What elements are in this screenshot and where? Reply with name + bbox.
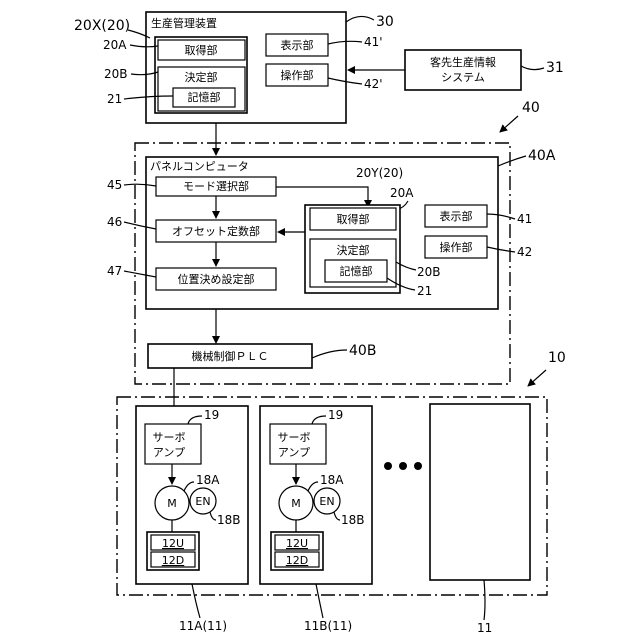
unit1-encoder-label: EN xyxy=(195,495,210,508)
pointer-10 xyxy=(528,370,546,386)
unit1-ref-18b: 18B xyxy=(217,513,241,527)
top-display-label: 表示部 xyxy=(281,38,314,52)
sub-memory-label: 記憶部 xyxy=(340,264,373,278)
unit2-encoder-label: EN xyxy=(319,495,334,508)
ref-11a: 11A(11) xyxy=(179,619,227,633)
offset-label: オフセット定数部 xyxy=(172,224,260,238)
ref-40b: 40B xyxy=(349,343,376,359)
panel-operation-label: 操作部 xyxy=(440,240,473,254)
sub-acquire-label: 取得部 xyxy=(337,212,370,226)
ref-11b: 11B(11) xyxy=(304,619,352,633)
top-operation-label: 操作部 xyxy=(281,68,314,82)
ref-46: 46 xyxy=(107,215,122,229)
unit1-12d-label: 12D xyxy=(162,554,184,567)
ref-top-21: 21 xyxy=(107,92,122,106)
mode-select-label: モード選択部 xyxy=(183,179,249,193)
sub-decide-label: 決定部 xyxy=(337,243,370,257)
pointer-40 xyxy=(500,116,518,132)
ref-11: 11 xyxy=(477,621,492,635)
unit1-ref-19: 19 xyxy=(204,408,219,422)
unit2-motor-label: M xyxy=(291,497,301,510)
ellipsis-dot-2 xyxy=(399,462,407,470)
ref-41p: 41' xyxy=(364,35,383,49)
leader-40b xyxy=(312,350,347,358)
ref-30: 30 xyxy=(376,14,394,30)
unit2-servo-line1: サーボ xyxy=(278,431,311,444)
ellipsis-dot-3 xyxy=(414,462,422,470)
ref-40a: 40A xyxy=(528,148,556,164)
unit2-ref-18b: 18B xyxy=(341,513,365,527)
unit1-motor-label: M xyxy=(167,497,177,510)
position-label: 位置決め設定部 xyxy=(178,272,255,286)
ref-40: 40 xyxy=(522,100,540,116)
leader-30 xyxy=(346,16,374,22)
plc-label: 機械制御ＰＬＣ xyxy=(192,349,269,363)
ref-31: 31 xyxy=(546,60,564,76)
ref-top-20b: 20B xyxy=(104,67,128,81)
ref-sub-20a: 20A xyxy=(390,186,414,200)
ref-41: 41 xyxy=(517,212,532,226)
ref-sub-20b: 20B xyxy=(417,265,441,279)
unit2-12u-label: 12U xyxy=(286,537,308,550)
panel-display-label: 表示部 xyxy=(440,209,473,223)
leader-11b xyxy=(316,584,323,618)
leader-11 xyxy=(484,580,485,620)
ref-45: 45 xyxy=(107,178,122,192)
unit2-ref-19: 19 xyxy=(328,408,343,422)
ellipsis-dot-1 xyxy=(384,462,392,470)
production-management-title: 生産管理装置 xyxy=(151,16,217,30)
unit1-ref-18a: 18A xyxy=(196,473,220,487)
ref-47: 47 xyxy=(107,264,122,278)
unit2-12d-label: 12D xyxy=(286,554,308,567)
leader-40a xyxy=(498,156,526,166)
ref-top-20a: 20A xyxy=(103,38,127,52)
ref-42p: 42' xyxy=(364,77,383,91)
ref-20y: 20Y(20) xyxy=(356,166,403,180)
unit2-ref-18a: 18A xyxy=(320,473,344,487)
customer-system-line1: 客先生産情報 xyxy=(430,55,496,69)
leader-31 xyxy=(521,66,544,70)
ref-20x: 20X(20) xyxy=(74,18,130,34)
unit1-12u-label: 12U xyxy=(162,537,184,550)
leader-11a xyxy=(192,584,200,618)
unit-11-box xyxy=(430,404,530,580)
top-memory-label: 記憶部 xyxy=(188,90,221,104)
top-decide-label: 決定部 xyxy=(185,70,218,84)
ref-sub-21: 21 xyxy=(417,284,432,298)
ref-42: 42 xyxy=(517,245,532,259)
top-acquire-label: 取得部 xyxy=(185,43,218,57)
panel-computer-title: パネルコンピュータ xyxy=(150,160,249,173)
customer-system-line2: システム xyxy=(441,71,485,84)
unit1-servo-line1: サーボ xyxy=(153,431,186,444)
unit2-servo-line2: アンプ xyxy=(278,446,310,459)
unit1-servo-line2: アンプ xyxy=(153,446,185,459)
ref-10: 10 xyxy=(548,350,566,366)
